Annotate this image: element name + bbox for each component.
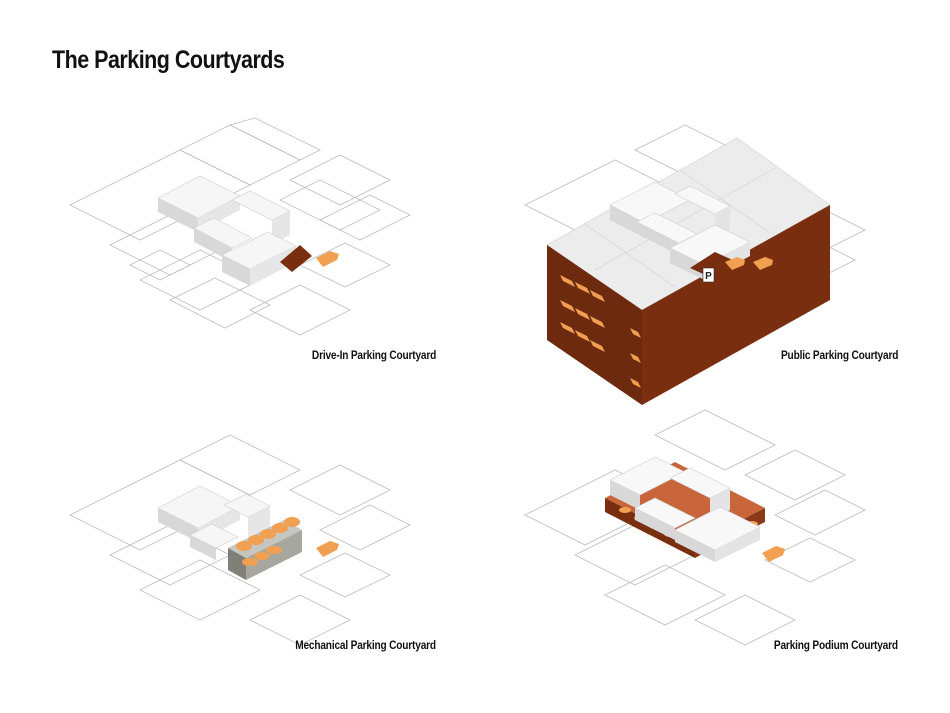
car-icon — [316, 251, 339, 267]
panel-caption: Drive-In Parking Courtyard — [311, 350, 436, 362]
page-title: The Parking Courtyards — [52, 46, 285, 74]
panel-caption: Parking Podium Courtyard — [774, 640, 898, 652]
public-diagram: P — [524, 124, 866, 405]
panel-caption: Public Parking Courtyard — [780, 350, 898, 362]
car-icon — [316, 541, 339, 557]
mechanical-diagram — [69, 434, 411, 646]
panel-drive-in: Drive-In Parking Courtyard — [0, 0, 475, 380]
panel-mechanical: Mechanical Parking Courtyard — [0, 380, 475, 713]
car-icon — [762, 546, 785, 562]
panel-podium: Parking Podium Courtyard — [475, 380, 950, 713]
drive-in-diagram — [69, 117, 411, 336]
parking-sign-icon — [702, 267, 715, 283]
panel-caption: Mechanical Parking Courtyard — [295, 640, 436, 652]
podium-diagram — [524, 409, 866, 646]
parking-sign-label: P — [705, 271, 712, 282]
panel-public: P Public Parking Courtyard — [475, 0, 950, 405]
